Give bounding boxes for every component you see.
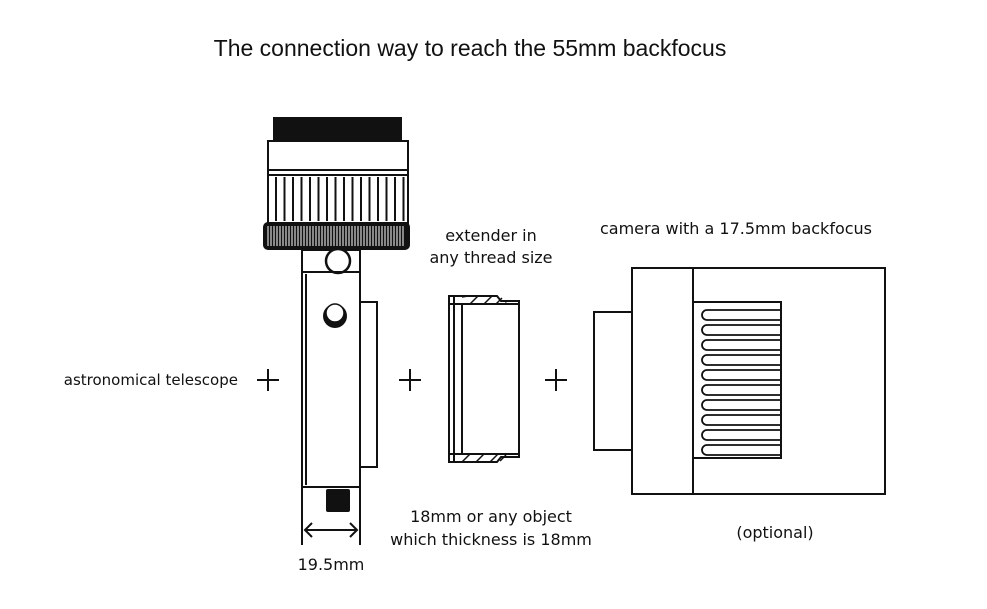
extender-label-line2: any thread size <box>429 248 552 267</box>
plus-icon <box>257 369 279 391</box>
diagram-title: The connection way to reach the 55mm bac… <box>214 35 727 61</box>
camera-illustration <box>593 267 886 495</box>
extender-label-line1: extender in <box>445 226 537 245</box>
thickness-label-line2: which thickness is 18mm <box>390 530 592 549</box>
width-dimension-label: 19.5mm <box>298 555 365 574</box>
tilt-adapter-illustration <box>263 117 410 545</box>
thickness-label-line1: 18mm or any object <box>410 507 572 526</box>
optional-label: (optional) <box>736 523 813 542</box>
telescope-label: astronomical telescope <box>64 371 238 389</box>
extender-illustration <box>448 295 520 463</box>
plus-icon <box>545 369 567 391</box>
camera-label: camera with a 17.5mm backfocus <box>600 219 872 238</box>
plus-icon <box>399 369 421 391</box>
